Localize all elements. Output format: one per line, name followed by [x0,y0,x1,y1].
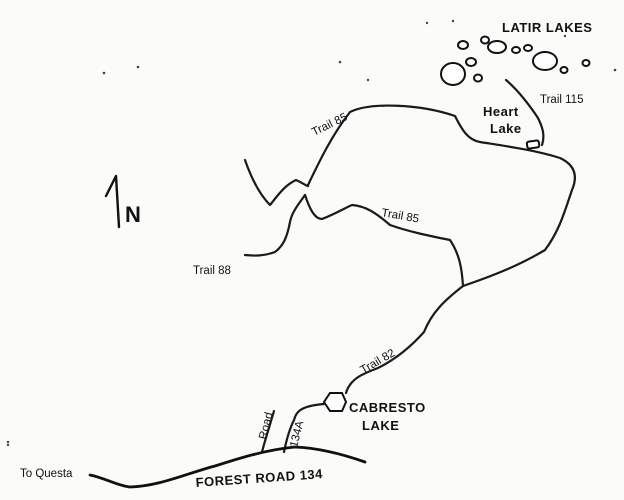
label-road-134a-1: Road [257,411,275,441]
forest-road-134 [88,445,367,489]
label-road-134a-2: 134A [288,419,306,448]
label-cabresto-2: LAKE [362,418,399,433]
label-forest-road-134: FOREST ROAD 134 [195,466,323,490]
trail-88-lower-path [243,193,307,257]
label-trail-85-upper: Trail 85 [310,111,349,138]
road-134a-path [282,402,326,454]
label-heart-lake-1: Heart [483,104,519,119]
cabresto-lake [322,392,348,412]
north-letter: N [125,202,141,227]
latir-lakes-cluster [440,35,591,86]
label-trail-88: Trail 88 [193,265,231,277]
label-trail-82: Trail 82 [359,347,398,376]
trail-85-upper-path [306,104,576,288]
trail-82-path [344,284,465,395]
north-arrow-icon: N [104,174,141,229]
road-134a-spur [260,409,276,454]
trail-115-path [504,78,545,147]
map-specks [6,19,617,447]
heart-lake [525,139,541,150]
label-to-questa: To Questa [20,468,73,480]
label-trail-115: Trail 115 [540,94,583,106]
trail-network [243,78,576,454]
label-heart-lake-2: Lake [490,121,522,136]
label-cabresto-1: CABRESTO [349,400,426,415]
trail-88-path [243,158,310,207]
label-latir-lakes: LATIR LAKES [502,20,592,35]
trail-85-lower-path [303,193,465,288]
